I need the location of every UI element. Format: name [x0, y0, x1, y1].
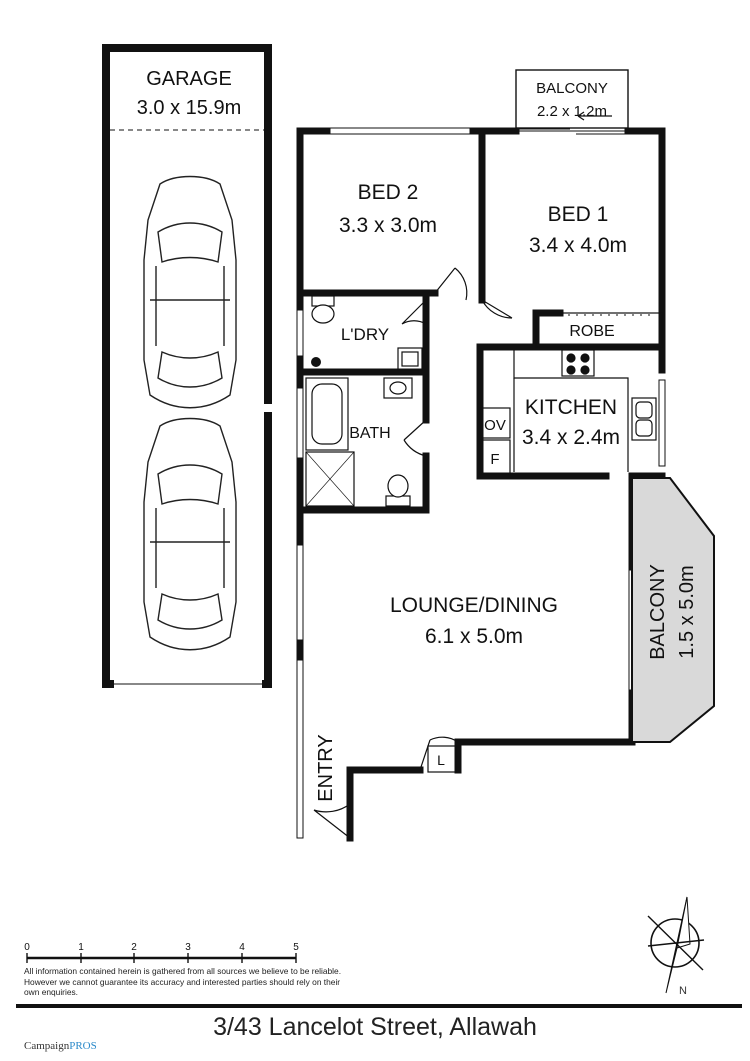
kitchen-name: KITCHEN: [525, 396, 617, 419]
robe-name: ROBE: [569, 323, 614, 340]
fridge-label: F: [490, 451, 499, 468]
balcony-side: BALCONY 1.5 x 5.0m: [631, 477, 715, 743]
car-icon: [143, 175, 237, 409]
balcony-side-dims: 1.5 x 5.0m: [676, 565, 698, 658]
doors: [313, 267, 513, 839]
garage-dims: 3.0 x 15.9m: [137, 97, 242, 119]
bed1-dims: 3.4 x 4.0m: [529, 234, 627, 257]
scale-tick-0: 0: [24, 942, 30, 953]
laundry-name: L'DRY: [341, 325, 389, 344]
car-icon: [143, 417, 237, 651]
kitchen-dims: 3.4 x 2.4m: [522, 426, 620, 449]
garage: GARAGE 3.0 x 15.9m: [102, 44, 272, 688]
balcony-side-name: BALCONY: [647, 564, 669, 660]
brand-prefix: Campaign: [24, 1040, 70, 1052]
balcony-top-name: BALCONY: [536, 80, 608, 97]
garage-name: GARAGE: [146, 68, 232, 90]
oven-label: OV: [484, 417, 506, 434]
scale-tick-2: 2: [131, 942, 137, 953]
scale-tick-3: 3: [185, 942, 191, 953]
brand-logo: CampaignPROS: [24, 1040, 97, 1052]
fixtures: [305, 295, 657, 773]
scale-bar: [26, 953, 297, 963]
linen-label: L: [437, 752, 445, 768]
bed1-name: BED 1: [548, 203, 609, 226]
bed2-dims: 3.3 x 3.0m: [339, 214, 437, 237]
lounge-dims: 6.1 x 5.0m: [425, 625, 523, 648]
disclaimer-text: All information contained herein is gath…: [24, 966, 342, 997]
footer-divider: [16, 1004, 742, 1008]
lounge-name: LOUNGE/DINING: [390, 594, 558, 617]
bath-name: BATH: [349, 425, 390, 442]
compass-north-label: N: [679, 985, 687, 997]
compass-icon: [647, 896, 705, 994]
brand-accent: PROS: [69, 1040, 97, 1052]
bed2-name: BED 2: [358, 181, 419, 204]
entry-name: ENTRY: [315, 734, 337, 801]
scale-tick-1: 1: [78, 942, 84, 953]
scale-tick-5: 5: [293, 942, 299, 953]
property-address: 3/43 Lancelot Street, Allawah: [213, 1013, 537, 1041]
scale-tick-4: 4: [239, 942, 245, 953]
balcony-top-dims: 2.2 x 1.2m: [537, 103, 607, 120]
balcony-top: BALCONY 2.2 x 1.2m: [515, 69, 629, 135]
